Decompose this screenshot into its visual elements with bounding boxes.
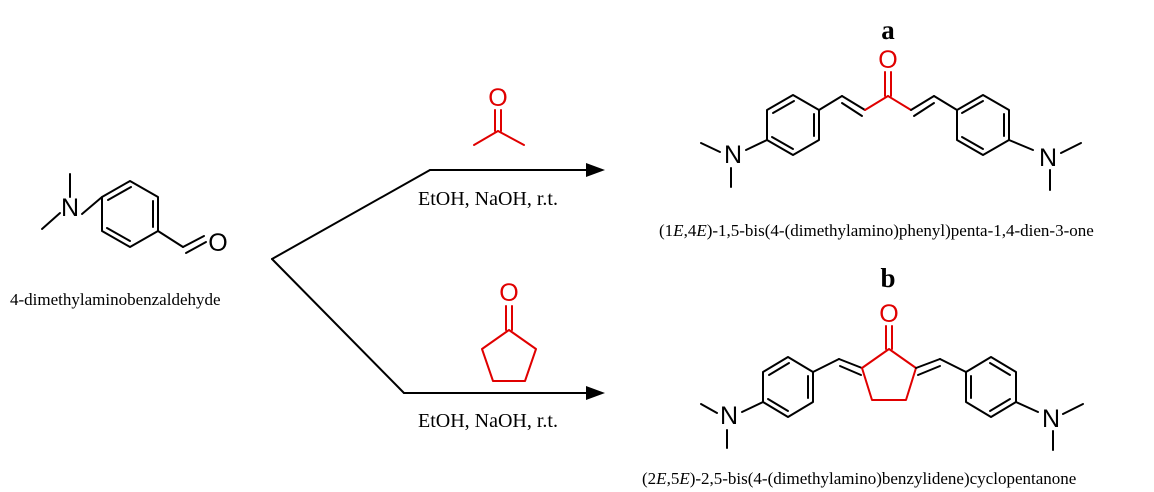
cyclopentanone-reagent-structure [481,305,537,382]
product-a-compound-name: (1E,4E)-1,5-bis(4-(dimethylamino)phenyl)… [659,221,1094,240]
start-oxygen-atom: O [208,229,227,257]
product-a-right-nitrogen-atom: N [1039,144,1057,172]
acetone-oxygen-atom: O [488,84,507,112]
product-b-oxygen-atom: O [879,300,898,328]
product-a-label: a [881,15,895,45]
acetone-reagent-structure [473,109,525,146]
product-b-label: b [880,263,895,293]
product-b-left-nitrogen-atom: N [720,402,738,430]
bottom-reaction-conditions: EtOH, NaOH, r.t. [418,410,558,432]
starting-material-structure [41,173,207,254]
start-nitrogen-atom: N [61,194,79,222]
bottom-arrowhead [586,386,605,400]
product-a-structure [700,71,1082,191]
product-a-left-nitrogen-atom: N [724,141,742,169]
reaction-arrows [271,163,605,400]
product-b-compound-name: (2E,5E)-2,5-bis(4-(dimethylamino)benzyli… [642,469,1076,488]
product-a-oxygen-atom: O [878,46,897,74]
cyclopentanone-oxygen-atom: O [499,279,518,307]
top-arrowhead [586,163,605,177]
product-b-right-nitrogen-atom: N [1042,405,1060,433]
top-reaction-conditions: EtOH, NaOH, r.t. [418,188,558,210]
product-b-structure [700,325,1084,451]
start-compound-name: 4-dimethylaminobenzaldehyde [10,290,221,309]
